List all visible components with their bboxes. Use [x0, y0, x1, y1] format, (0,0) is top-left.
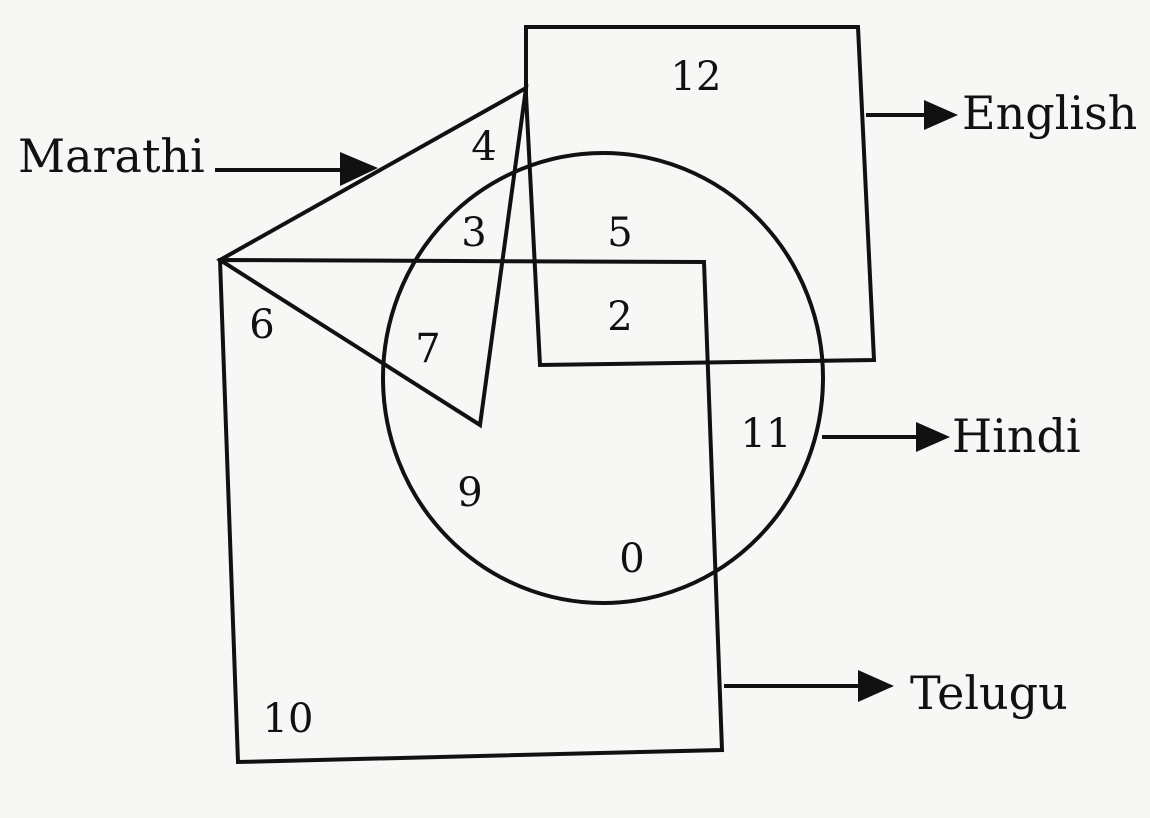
region-marathi-telugu: 6 — [249, 302, 274, 348]
telugu-label: Telugu — [910, 666, 1068, 720]
hindi-label: Hindi — [952, 409, 1081, 463]
region-marathi-english: 4 — [471, 124, 496, 170]
region-marathi-english-hindi: 3 — [461, 210, 486, 256]
hindi-arrow-head — [916, 422, 950, 452]
region-hindi-telugu: 9 — [457, 470, 482, 516]
marathi-arrow-head — [340, 152, 378, 186]
marathi-label: Marathi — [18, 129, 205, 183]
english-arrow-head — [924, 100, 958, 130]
telugu-arrow-head — [858, 670, 894, 702]
hindi-set-circle — [381, 151, 825, 605]
region-english-hindi-telugu: 2 — [607, 294, 632, 340]
region-marathi-hindi-telugu: 7 — [415, 326, 440, 372]
telugu-set-shape — [217, 257, 725, 765]
region-hindi-telugu-lower: 0 — [619, 536, 644, 582]
region-hindi-only: 11 — [741, 411, 792, 457]
region-english-hindi: 5 — [607, 210, 632, 256]
marathi-set-triangle — [216, 84, 529, 429]
region-telugu-only: 10 — [263, 696, 314, 742]
region-english-only: 12 — [671, 54, 722, 100]
english-label: English — [962, 86, 1137, 140]
